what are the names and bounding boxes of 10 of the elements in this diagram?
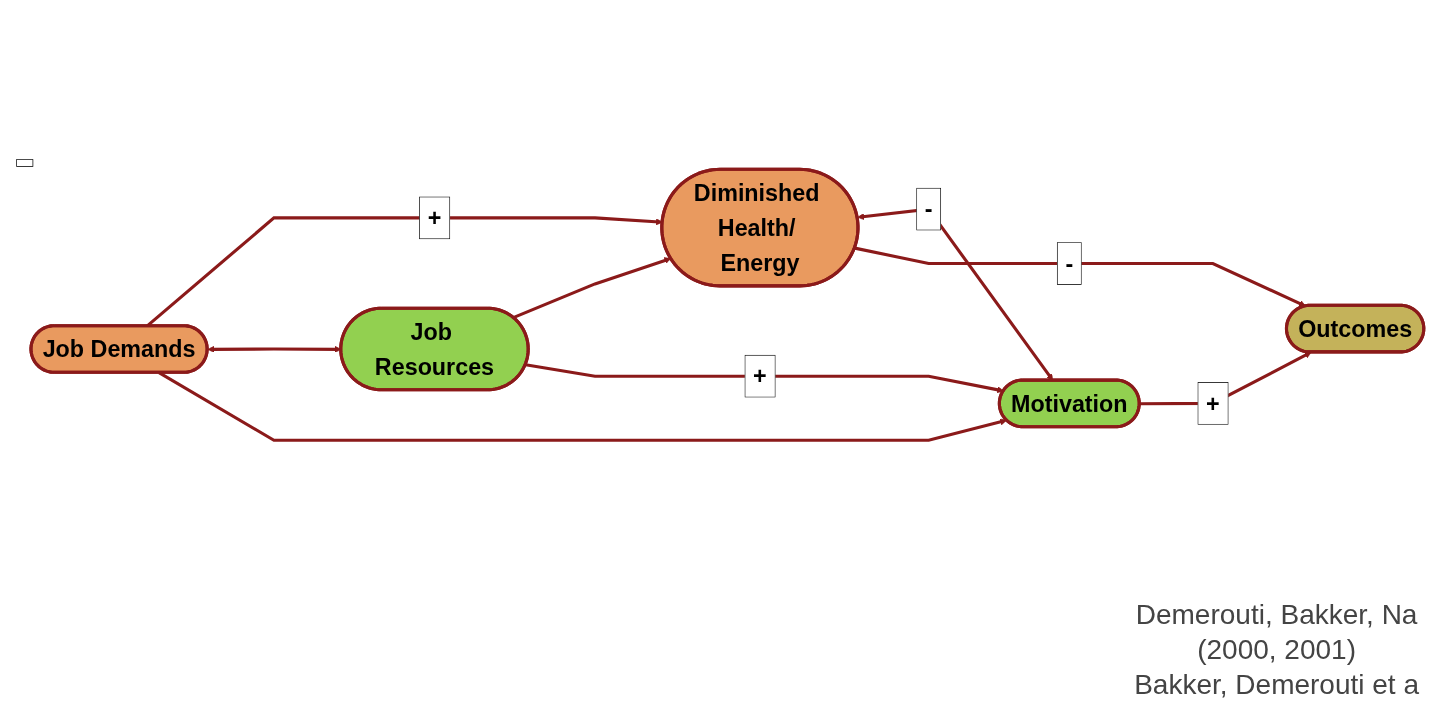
edge-label: + (752, 363, 767, 390)
arrow (854, 246, 1306, 307)
citation-text: (2000, 2001) (1196, 633, 1357, 667)
edge-label: + (1205, 390, 1220, 417)
edge-label: - (1064, 250, 1073, 277)
arrow (512, 257, 671, 320)
citation-text: Demerouti, Bakker, Na (1134, 598, 1419, 632)
edge-label: + (427, 205, 441, 231)
citation-text: Bakker, Demerouti et a (1134, 668, 1419, 702)
edge-label: - (924, 196, 933, 223)
